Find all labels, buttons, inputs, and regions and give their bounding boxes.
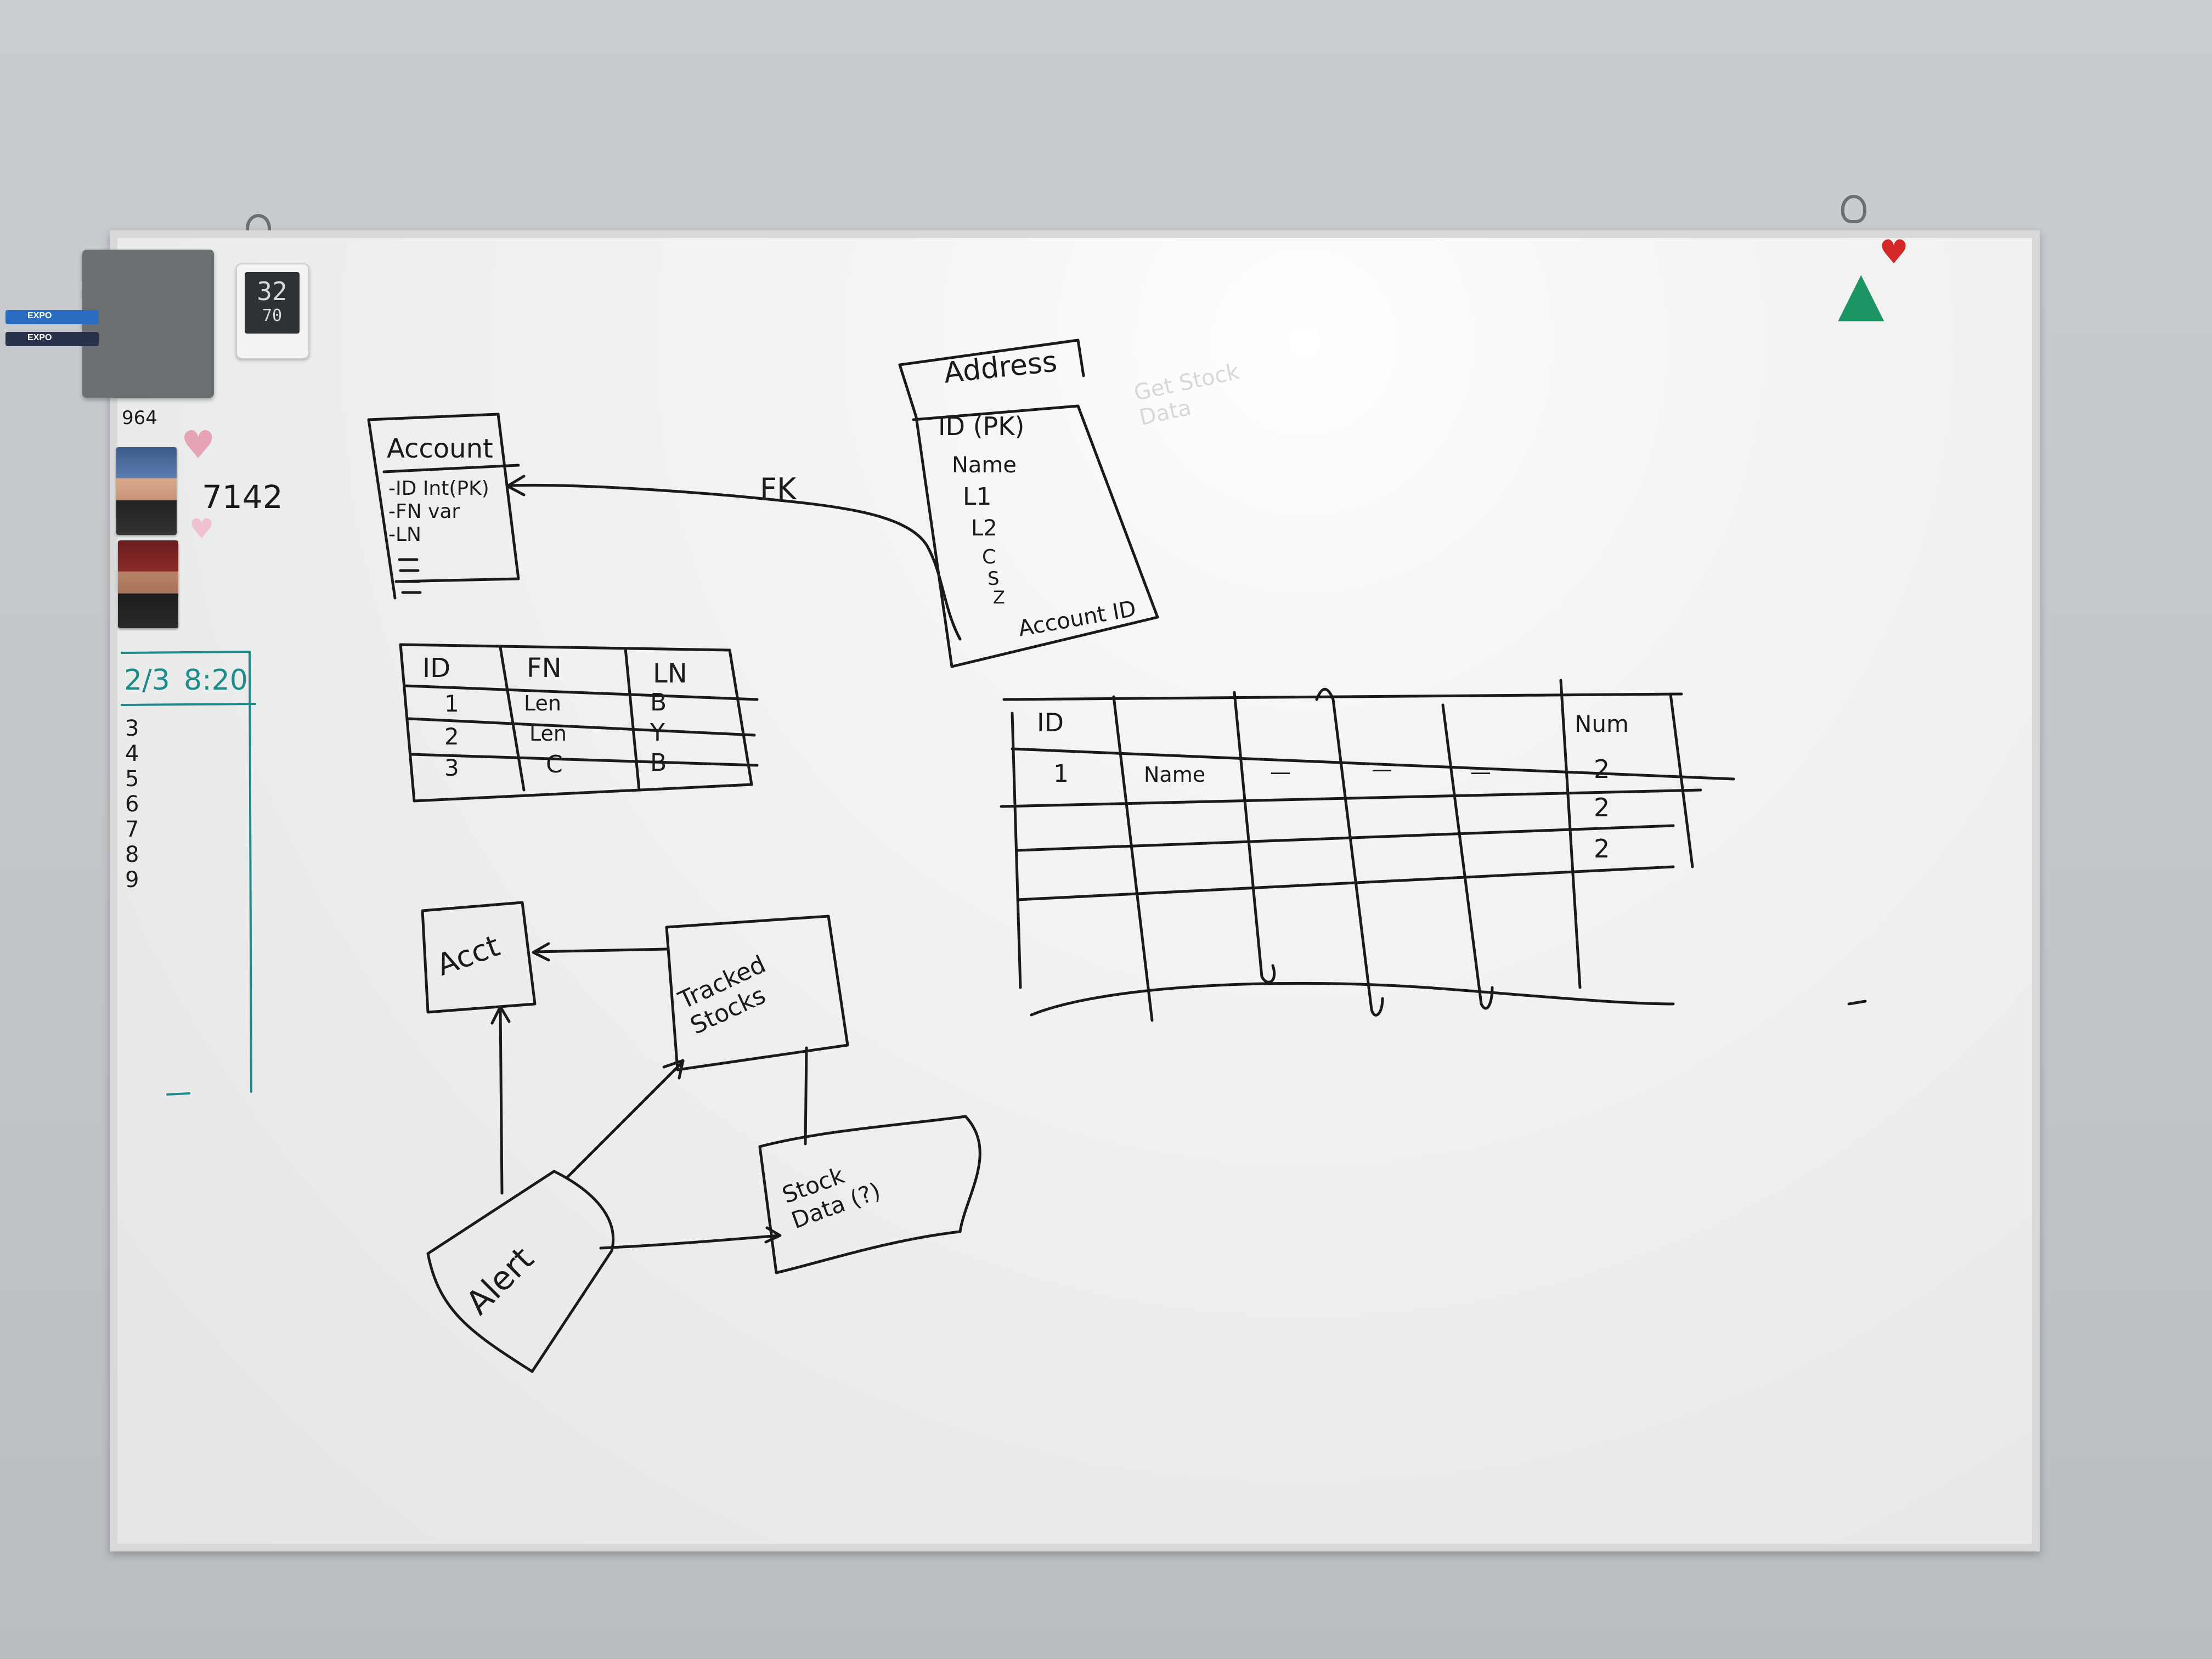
stockdata-node-box	[758, 1115, 981, 1274]
wide-table-cell: —	[1270, 760, 1291, 784]
wide-table-cell: 2	[1594, 793, 1610, 822]
heart-drawing: ♥	[1879, 233, 1909, 272]
heart-sticker: ♥	[189, 513, 214, 545]
sample-table-header: ID	[422, 653, 451, 684]
sample-table-header: LN	[653, 658, 687, 689]
schedule-number: 5	[125, 766, 139, 792]
fk-arrow	[509, 483, 962, 641]
account-field: -FN var	[388, 500, 460, 523]
arrow-alert-to-tracked	[566, 1059, 685, 1178]
sample-table-cell: 2	[444, 723, 459, 750]
address-field: S	[988, 568, 1000, 590]
arrow-alert-to-acct	[490, 1005, 511, 1195]
wide-table-grid	[1000, 692, 1735, 1017]
sample-table-cell: Len	[524, 691, 561, 715]
digital-thermometer: 32 70	[236, 263, 309, 359]
wide-table-cell: 2	[1594, 754, 1610, 784]
schedule-header-left: 2/3	[124, 664, 170, 697]
address-field: L1	[963, 483, 992, 511]
stray-mark	[1847, 1000, 1867, 1006]
address-field: C	[982, 546, 996, 568]
wide-table-cell: —	[1372, 757, 1392, 781]
humidity-reading: 70	[262, 306, 283, 325]
line-tracked-to-stockdata	[804, 1046, 808, 1146]
marker-blue[interactable]: EXPO	[5, 310, 99, 324]
acct-node-box	[421, 901, 537, 1014]
wide-table-header: Num	[1575, 710, 1629, 737]
photo-child-2	[118, 540, 178, 628]
wide-table-columns	[1011, 679, 1694, 1022]
account-entity-title: Account	[387, 433, 493, 464]
schedule-number: 3	[125, 716, 139, 741]
schedule-header-right: 8:20	[184, 664, 248, 697]
address-entity-box	[898, 338, 1159, 668]
sample-table-cell: C	[546, 751, 563, 778]
address-field: Z	[993, 587, 1005, 608]
number-note-mid: 7142	[202, 478, 283, 516]
thermometer-display: 32 70	[245, 272, 300, 334]
marker-dark[interactable]: EXPO	[5, 332, 99, 346]
schedule-number: 6	[125, 792, 139, 817]
temperature-reading: 32	[257, 276, 287, 306]
arrow-alert-to-stockdata	[599, 1226, 782, 1250]
tree-drawing: ▲	[1838, 258, 1884, 328]
fk-arrowhead	[506, 475, 526, 496]
tracked-node-box	[665, 915, 849, 1071]
address-field: Name	[952, 453, 1017, 478]
schedule-list: 3 4 5 6 7 8 9	[125, 716, 153, 893]
schedule-box	[121, 651, 252, 1093]
schedule-tick	[166, 1092, 190, 1096]
wall-hook-right	[1841, 195, 1866, 223]
whiteboard	[110, 230, 2040, 1551]
account-field: -LN	[388, 523, 421, 546]
sample-table-cell: B	[650, 749, 667, 777]
sample-table-header: FN	[527, 653, 562, 684]
schedule-divider	[121, 703, 256, 706]
marker-label: EXPO	[27, 333, 52, 342]
sample-table-cell: B	[650, 689, 667, 716]
schedule-number: 7	[125, 817, 139, 842]
wide-table-cell: —	[1470, 760, 1491, 784]
schedule-number: 8	[125, 842, 139, 867]
heart-sticker: ♥	[181, 422, 216, 467]
account-entity-ticks	[398, 558, 422, 594]
fk-label: FK	[760, 472, 797, 506]
account-field: -ID Int(PK)	[388, 477, 489, 500]
photo-child-1	[116, 447, 177, 535]
arrow-tracked-to-acct	[532, 942, 668, 962]
schedule-number: 4	[125, 741, 139, 766]
sample-table-grid	[399, 643, 759, 803]
account-entity-box	[367, 413, 520, 600]
alert-node-box	[426, 1170, 615, 1373]
address-field: L2	[971, 516, 997, 541]
wide-table-cell: 1	[1053, 760, 1069, 788]
wide-table-cell: Name	[1144, 763, 1206, 787]
sample-table-cell: Len	[529, 721, 567, 746]
sample-table-cell: 1	[444, 690, 459, 717]
address-field: ID (PK)	[938, 411, 1025, 441]
sample-table-cell: Y	[650, 719, 665, 747]
number-note-top: 964	[122, 407, 157, 429]
schedule-number: 9	[125, 867, 139, 893]
wide-table-header: ID	[1037, 708, 1064, 737]
sample-table-cell: 3	[444, 754, 459, 781]
marker-holder: EXPO EXPO	[5, 250, 214, 398]
marker-label: EXPO	[27, 311, 52, 320]
wide-table-cell: 2	[1594, 834, 1610, 864]
